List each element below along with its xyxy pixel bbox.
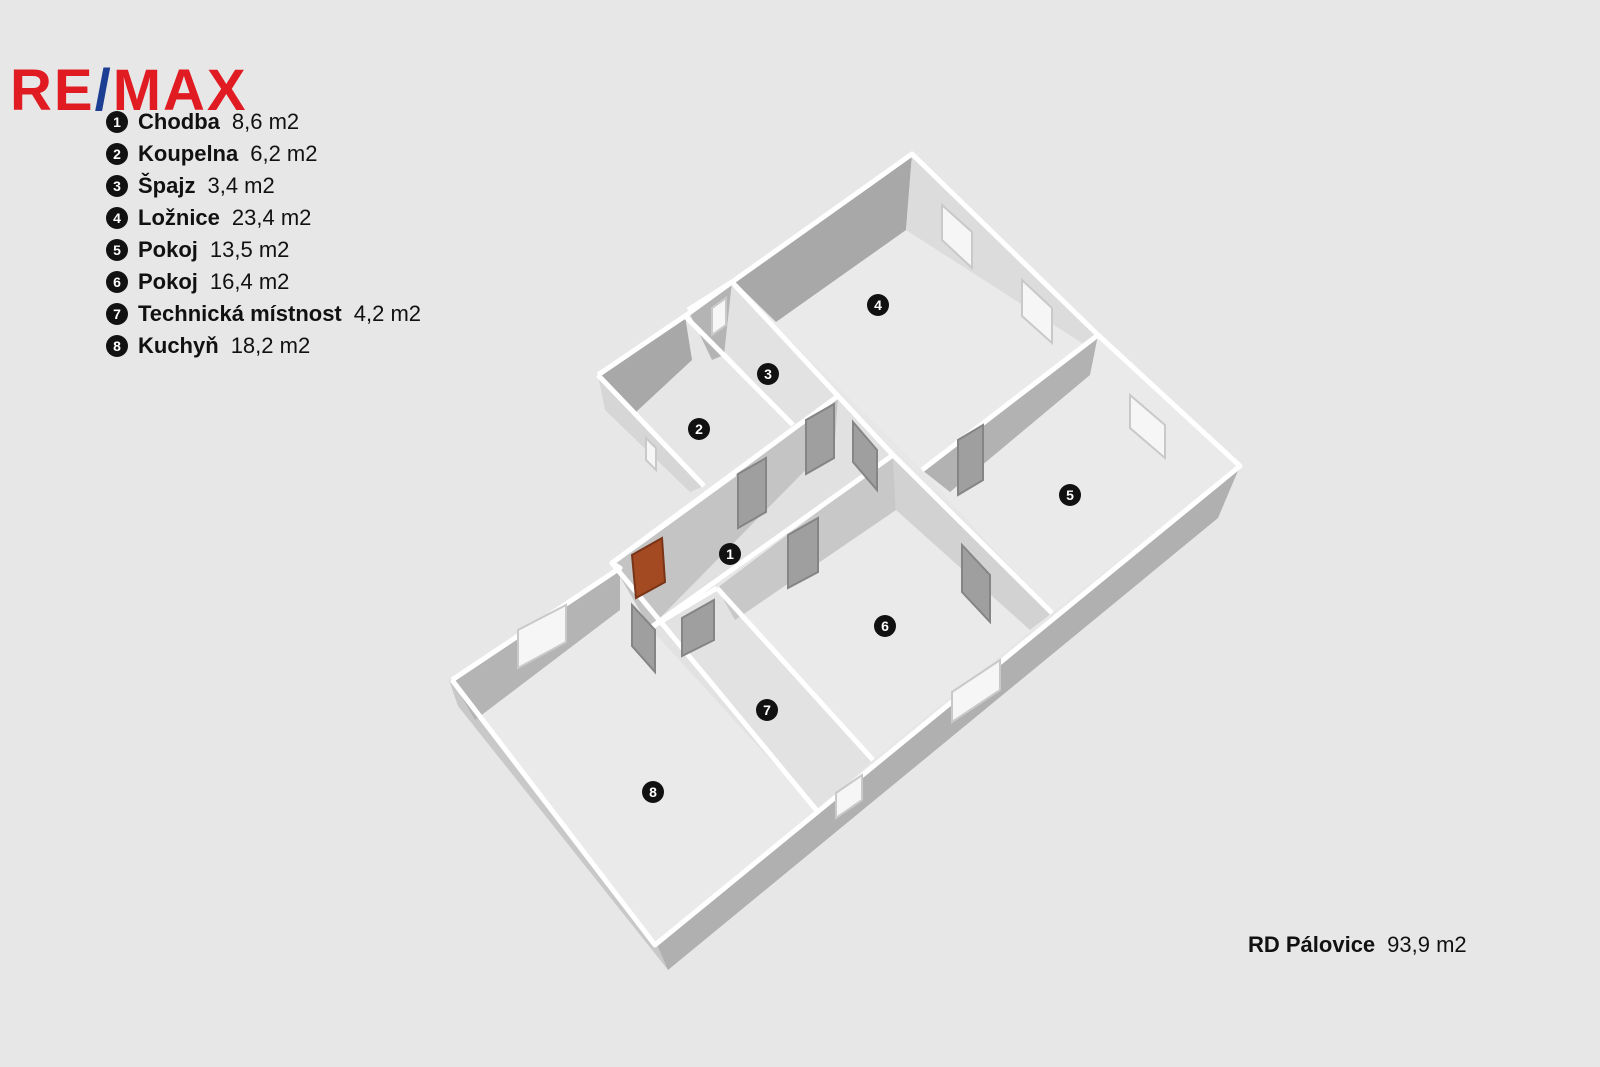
legend-item: 3 Špajz 3,4 m2 xyxy=(106,170,421,202)
room-name: Koupelna xyxy=(138,141,239,166)
wall-face xyxy=(735,154,912,322)
room-area: 23,4 m2 xyxy=(231,205,312,230)
room-number-badge: 8 xyxy=(106,335,128,357)
room-marker-7: 7 xyxy=(756,699,778,721)
room-name: Kuchyň xyxy=(138,333,219,358)
door-icon xyxy=(681,598,715,658)
svg-text:8: 8 xyxy=(649,784,657,800)
property-name: RD Pálovice xyxy=(1248,932,1376,957)
room-name: Pokoj xyxy=(138,237,198,262)
room-markers: 1 2 3 4 5 6 7 8 xyxy=(642,294,1081,803)
room-name: Chodba xyxy=(138,109,220,134)
remax-logo: RE/MAX xyxy=(10,62,248,120)
legend-item: 8 Kuchyň 18,2 m2 xyxy=(106,330,421,362)
door-icon xyxy=(961,542,991,625)
wall-face xyxy=(612,396,838,628)
room-name: Špajz xyxy=(138,173,196,198)
room-area: 16,4 m2 xyxy=(209,269,290,294)
legend-item: 4 Ložnice 23,4 m2 xyxy=(106,202,421,234)
door-icon xyxy=(957,423,984,497)
window-icon xyxy=(1021,277,1053,346)
room-number-badge: 4 xyxy=(106,207,128,229)
door-icon xyxy=(805,402,835,476)
room-name: Pokoj xyxy=(138,269,198,294)
logo-slash: / xyxy=(94,58,113,123)
room-area: 8,6 m2 xyxy=(231,109,300,134)
entrance-door-icon xyxy=(630,536,667,600)
legend-item: 5 Pokoj 13,5 m2 xyxy=(106,234,421,266)
room-area: 13,5 m2 xyxy=(209,237,290,262)
doors xyxy=(631,402,991,675)
wall-face xyxy=(598,316,692,412)
door-icon xyxy=(852,419,878,493)
room-legend: 1 Chodba 8,6 m2 2 Koupelna 6,2 m2 3 Špajz 3,4 … xyxy=(106,106,421,362)
window-icon xyxy=(835,773,863,820)
room-number-badge: 7 xyxy=(106,303,128,325)
svg-text:5: 5 xyxy=(1066,487,1074,503)
room-area: 4,2 m2 xyxy=(353,301,422,326)
building-base-left xyxy=(449,680,668,970)
room-marker-5: 5 xyxy=(1059,484,1081,506)
room-marker-8: 8 xyxy=(642,781,664,803)
windows xyxy=(517,202,1166,820)
room-number-badge: 6 xyxy=(106,271,128,293)
room-area: 18,2 m2 xyxy=(230,333,311,358)
room-marker-1: 1 xyxy=(719,543,741,565)
window-icon xyxy=(941,202,973,271)
room-area: 3,4 m2 xyxy=(207,173,275,198)
door-icon xyxy=(631,602,656,675)
property-total-area: 93,9 m2 xyxy=(1387,932,1467,957)
svg-text:3: 3 xyxy=(764,366,772,382)
room-name: Ložnice xyxy=(138,205,220,230)
window-icon xyxy=(517,603,567,670)
window-icon xyxy=(951,658,1001,724)
window-icon xyxy=(711,296,727,337)
room-number-badge: 5 xyxy=(106,239,128,261)
logo-text-right: MAX xyxy=(112,58,248,123)
room-floor-pokoj5 xyxy=(922,335,1240,613)
svg-text:6: 6 xyxy=(881,618,889,634)
room-marker-6: 6 xyxy=(874,615,896,637)
legend-item: 6 Pokoj 16,4 m2 xyxy=(106,266,421,298)
room-area: 6,2 m2 xyxy=(250,141,318,166)
window-icon xyxy=(645,435,657,473)
svg-text:1: 1 xyxy=(726,546,734,562)
property-summary: RD Pálovice 93,9 m2 xyxy=(1248,932,1467,958)
wall-face xyxy=(893,455,1052,630)
room-number-badge: 1 xyxy=(106,111,128,133)
room-number-badge: 2 xyxy=(106,143,128,165)
door-icon xyxy=(737,456,767,530)
svg-text:7: 7 xyxy=(763,702,771,718)
room-number-badge: 3 xyxy=(106,175,128,197)
room-marker-2: 2 xyxy=(688,418,710,440)
room-marker-4: 4 xyxy=(867,294,889,316)
legend-item: 7 Technická místnost 4,2 m2 xyxy=(106,298,421,330)
svg-text:4: 4 xyxy=(874,297,882,313)
room-name: Technická místnost xyxy=(138,301,342,326)
wall-face xyxy=(906,154,1098,345)
building-base-right xyxy=(657,466,1240,970)
logo-text-left: RE xyxy=(10,58,95,123)
svg-text:2: 2 xyxy=(695,421,703,437)
window-icon xyxy=(1129,392,1166,461)
room-marker-3: 3 xyxy=(757,363,779,385)
door-icon xyxy=(787,516,819,590)
legend-item: 2 Koupelna 6,2 m2 xyxy=(106,138,421,170)
legend-item: 1 Chodba 8,6 m2 xyxy=(106,106,421,138)
